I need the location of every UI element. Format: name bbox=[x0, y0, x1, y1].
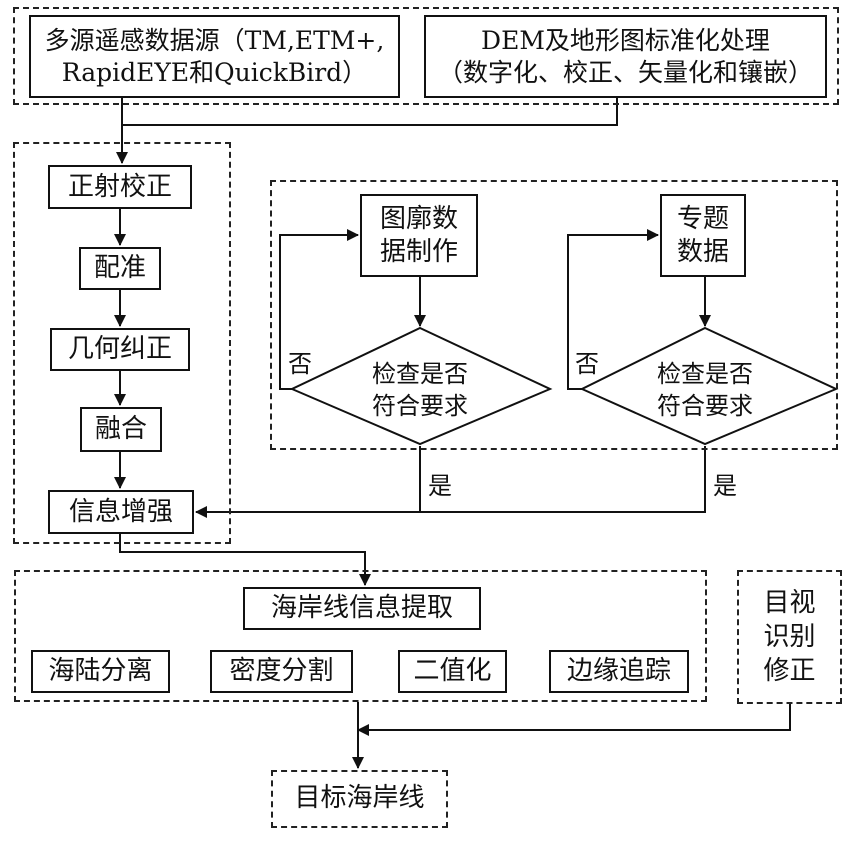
enhancement-box: 信息增强 bbox=[48, 490, 194, 534]
extraction-group bbox=[14, 570, 707, 702]
geometric-correction-box: 几何纠正 bbox=[50, 328, 190, 371]
outline-data-box: 图廓数 据制作 bbox=[360, 194, 478, 277]
thematic-data-box: 专题 数据 bbox=[660, 194, 746, 277]
sources-group bbox=[13, 7, 839, 105]
connector-line bbox=[279, 229, 359, 390]
no-label-right: 否 bbox=[575, 350, 599, 378]
preprocessing-group bbox=[13, 142, 231, 544]
visual-correction-group bbox=[737, 570, 842, 704]
check-label-left: 检查是否 符合要求 bbox=[372, 359, 468, 420]
connector-line bbox=[567, 229, 659, 390]
check-diamond-right bbox=[579, 326, 839, 446]
fusion-box: 融合 bbox=[80, 407, 162, 452]
target-coastline-frame bbox=[271, 770, 448, 828]
orthorectification-box: 正射校正 bbox=[48, 165, 192, 209]
connector-line bbox=[122, 97, 618, 126]
registration-box: 配准 bbox=[79, 247, 161, 290]
coastline-extraction-box: 海岸线信息提取 bbox=[243, 587, 481, 630]
method-binarization: 二值化 bbox=[398, 650, 507, 693]
target-coastline-text: 目标海岸线 bbox=[294, 783, 425, 814]
yes-label-right: 是 bbox=[713, 472, 737, 500]
dem-standardization-box: DEM及地形图标准化处理 （数字化、校正、矢量化和镶嵌） bbox=[424, 15, 827, 98]
remote-sensing-source-box: 多源遥感数据源（TM,ETM+, RapidEYE和QuickBird） bbox=[29, 15, 400, 98]
method-sea-land-separation: 海陆分离 bbox=[31, 650, 170, 693]
visual-correction-text: 目视 识别 修正 bbox=[763, 588, 816, 686]
connector-line bbox=[195, 446, 706, 518]
no-label-left: 否 bbox=[288, 350, 312, 378]
thematic-group bbox=[270, 180, 838, 450]
method-edge-tracking: 边缘追踪 bbox=[549, 650, 689, 693]
check-label-right: 检查是否 符合要求 bbox=[657, 359, 753, 420]
yes-label-left: 是 bbox=[428, 472, 452, 500]
connector-line bbox=[357, 704, 791, 736]
method-density-slicing: 密度分割 bbox=[210, 650, 353, 693]
check-diamond-left bbox=[289, 326, 553, 446]
